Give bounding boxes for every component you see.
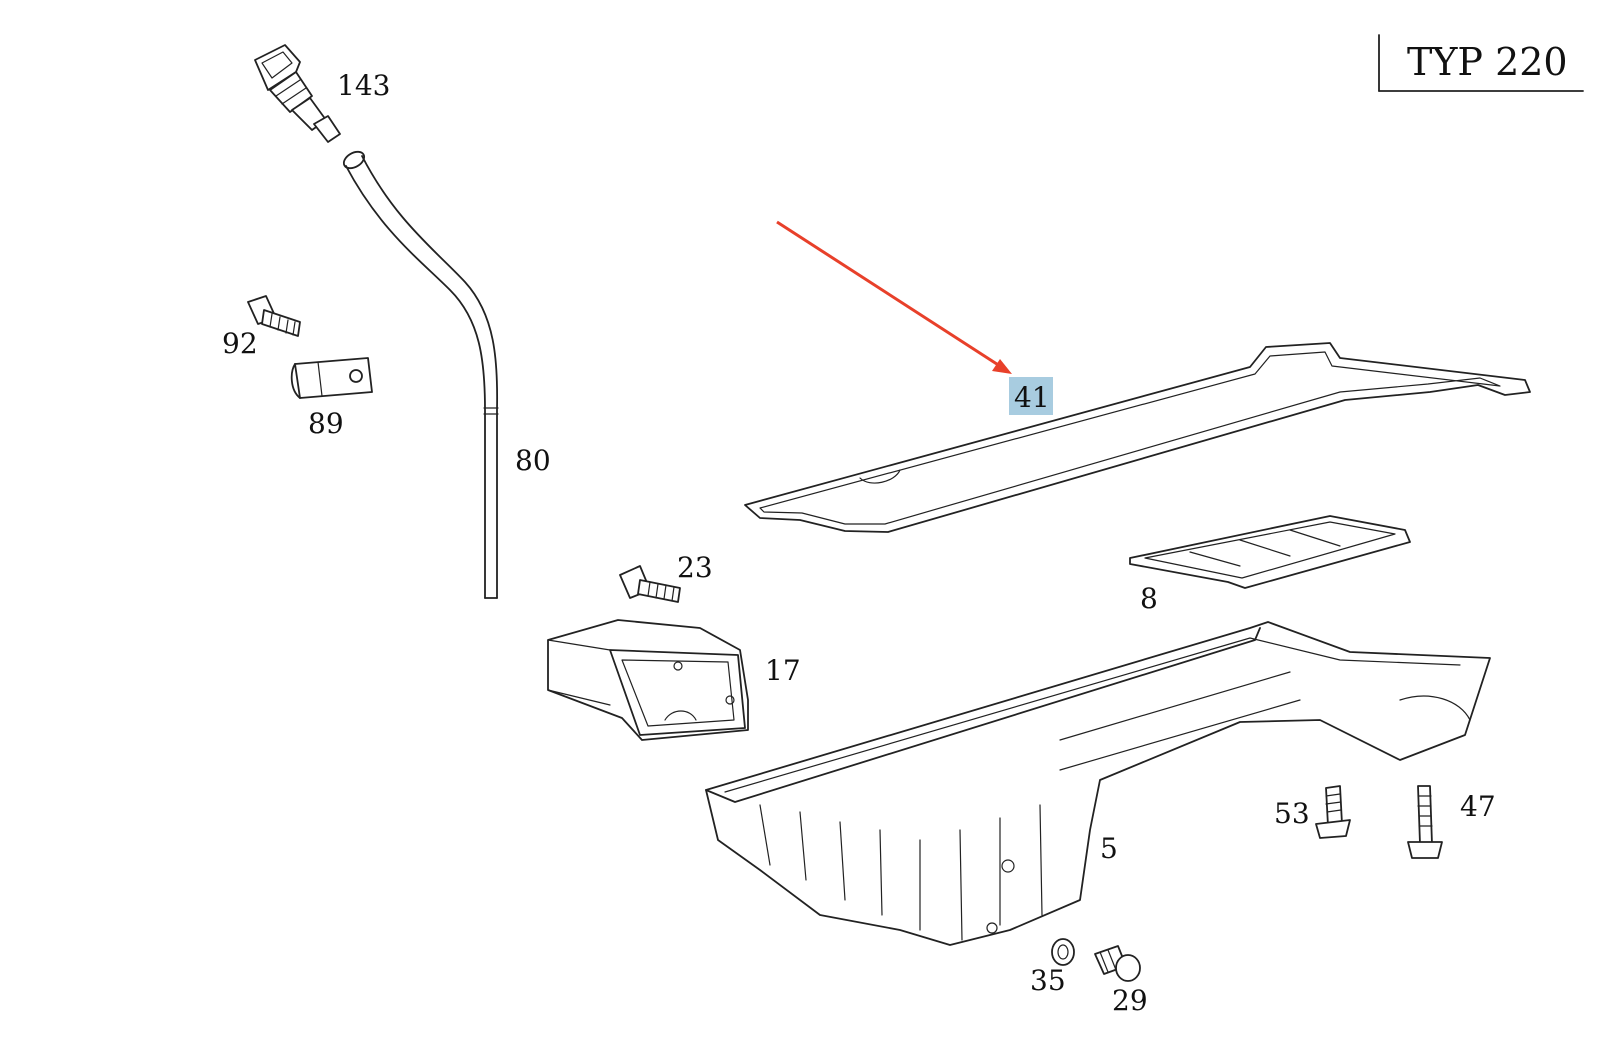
callout-47: 47 xyxy=(1460,790,1496,823)
annotation-arrow xyxy=(776,220,1012,374)
callout-23: 23 xyxy=(677,551,713,584)
part-80-dipstick-tube[interactable] xyxy=(341,148,499,599)
part-53-bolt[interactable] xyxy=(1315,785,1351,839)
callout-5: 5 xyxy=(1100,832,1118,865)
part-41-gasket[interactable] xyxy=(744,342,1531,533)
callout-35: 35 xyxy=(1030,964,1066,997)
part-92-bolt[interactable] xyxy=(247,295,301,337)
callout-17: 17 xyxy=(765,654,801,687)
part-47-bolt[interactable] xyxy=(1407,785,1443,859)
part-23-bolt[interactable] xyxy=(619,565,681,603)
part-89-bracket[interactable] xyxy=(290,357,373,399)
callout-8: 8 xyxy=(1140,582,1158,615)
part-8-baffle[interactable] xyxy=(1129,515,1411,589)
part-17-housing[interactable] xyxy=(547,619,749,741)
part-35-seal-ring[interactable] xyxy=(1051,938,1075,966)
page-title: TYP 220 xyxy=(1407,40,1568,84)
callout-92: 92 xyxy=(222,327,258,360)
title-block: TYP 220 xyxy=(1378,34,1584,92)
callout-89: 89 xyxy=(308,407,344,440)
part-143-sensor[interactable] xyxy=(254,44,341,143)
highlight-box-41 xyxy=(1009,377,1053,415)
part-29-drain-plug[interactable] xyxy=(1094,945,1141,982)
part-5-oil-pan[interactable] xyxy=(705,621,1491,946)
callout-80: 80 xyxy=(515,444,551,477)
callout-29: 29 xyxy=(1112,984,1148,1017)
callout-143: 143 xyxy=(337,69,390,102)
callout-53: 53 xyxy=(1274,797,1310,830)
callout-41[interactable]: 41 xyxy=(1014,381,1050,414)
